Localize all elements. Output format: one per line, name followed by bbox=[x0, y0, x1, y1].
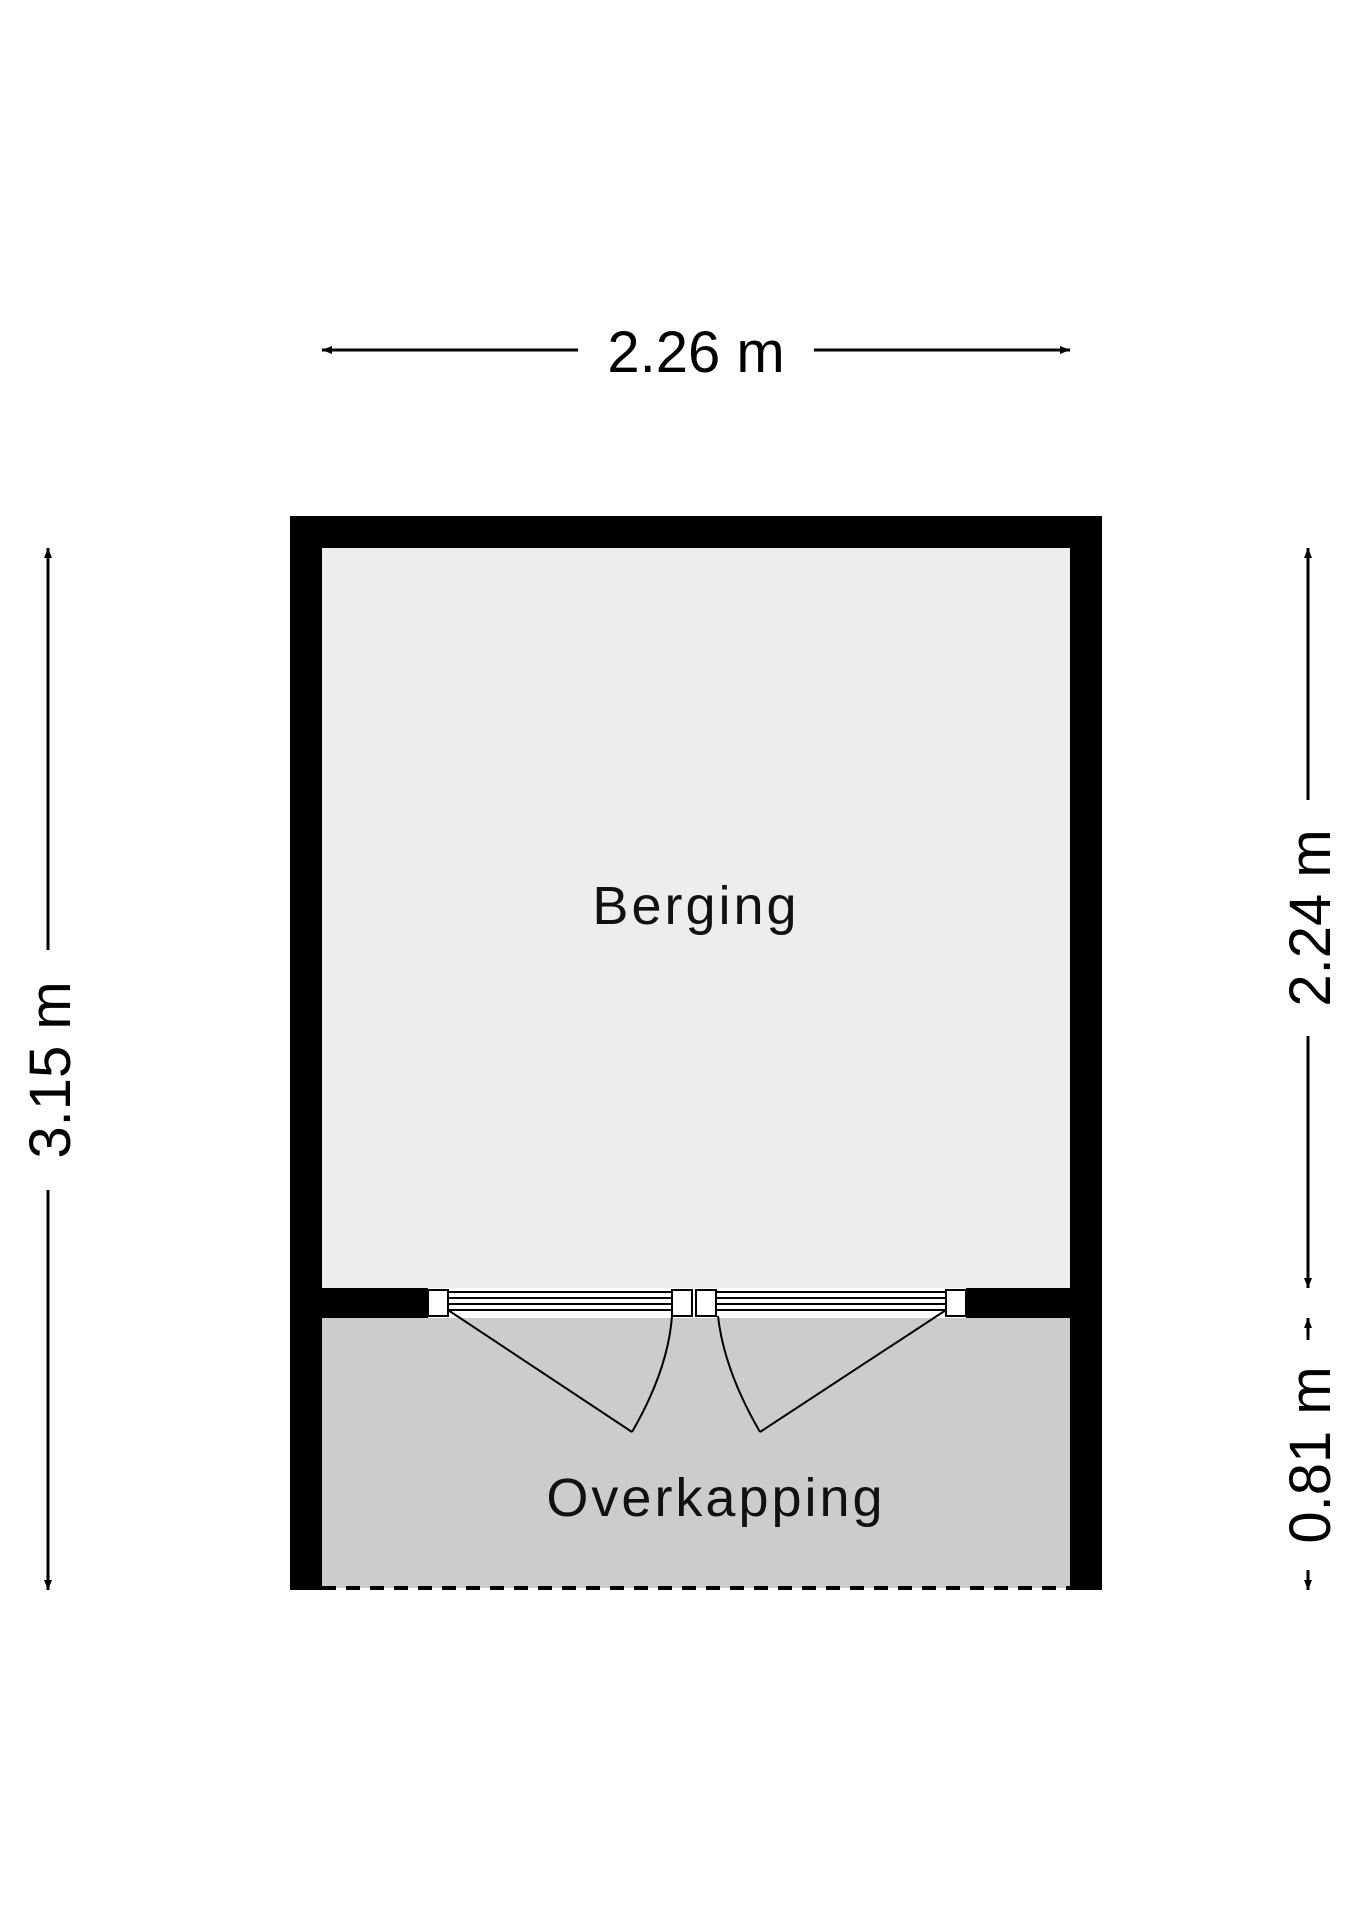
top-width-dimension: 2.26 m bbox=[322, 320, 1070, 385]
top-width-label: 2.26 m bbox=[607, 320, 784, 385]
berging-room bbox=[322, 548, 1070, 1288]
double-door bbox=[427, 1289, 967, 1433]
left-height-label: 3.15 m bbox=[18, 981, 83, 1158]
right-lower-label: 0.81 m bbox=[1278, 1366, 1343, 1543]
berging-label: Berging bbox=[592, 876, 799, 936]
walls bbox=[290, 516, 1102, 1590]
left-height-dimension: 3.15 m bbox=[18, 548, 83, 1590]
right-upper-dimension: 2.24 m bbox=[1278, 548, 1343, 1288]
right-lower-dimension: 0.81 m bbox=[1278, 1318, 1343, 1590]
overkapping-room bbox=[322, 1318, 1070, 1588]
right-upper-label: 2.24 m bbox=[1278, 829, 1343, 1006]
overkapping-label: Overkapping bbox=[546, 1468, 885, 1528]
